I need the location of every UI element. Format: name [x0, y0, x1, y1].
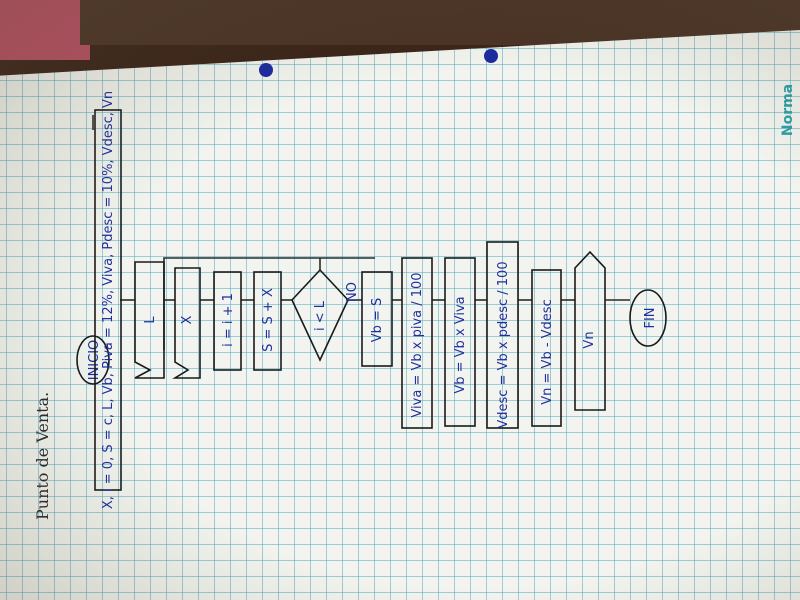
vb-viva-label: Vb = Vb x Viva: [453, 296, 468, 393]
output-vn-box: [574, 250, 606, 411]
decision-diamond: [291, 268, 349, 362]
sum-label: S = S + X: [261, 288, 276, 352]
input-l-label: L: [143, 316, 158, 324]
input-x-box: [172, 267, 201, 379]
vn-box: [531, 269, 562, 427]
init-label: X, i = 0, S = c, L, Vb, Piva = 12%, Viva…: [101, 91, 116, 509]
page-title: Punto de Venta.: [33, 392, 52, 520]
vdesc-label: Vdesc = Vb x pdesc / 100: [496, 261, 511, 428]
vdesc-box: [486, 241, 519, 429]
decision-label: i < L: [313, 300, 328, 331]
vb-s-box: [361, 271, 393, 367]
viva-box: [401, 257, 433, 429]
increment-label: i = i + 1: [221, 293, 236, 347]
end-terminal: [629, 289, 667, 347]
binder-hole-1: [259, 63, 273, 77]
input-l-box: [134, 261, 165, 379]
output-vn-label: Vn: [582, 331, 597, 348]
notebook-brand-logo: Norma: [780, 84, 796, 136]
increment-box: [213, 271, 242, 371]
binder-hole-2: [484, 49, 498, 63]
no-branch-label: NO: [345, 282, 360, 302]
vb-viva-box: [444, 257, 476, 427]
viva-label: Viva = Vb x piva / 100: [410, 272, 425, 417]
fabric-background: [0, 0, 90, 60]
vb-s-label: Vb = S: [370, 298, 385, 343]
init-process-box: [94, 109, 122, 491]
input-x-label: X: [180, 315, 195, 324]
start-terminal: [76, 335, 110, 385]
vn-label: Vn = Vb - Vdesc: [540, 299, 555, 404]
sum-box: [253, 271, 282, 371]
end-label: FIN: [643, 307, 658, 328]
